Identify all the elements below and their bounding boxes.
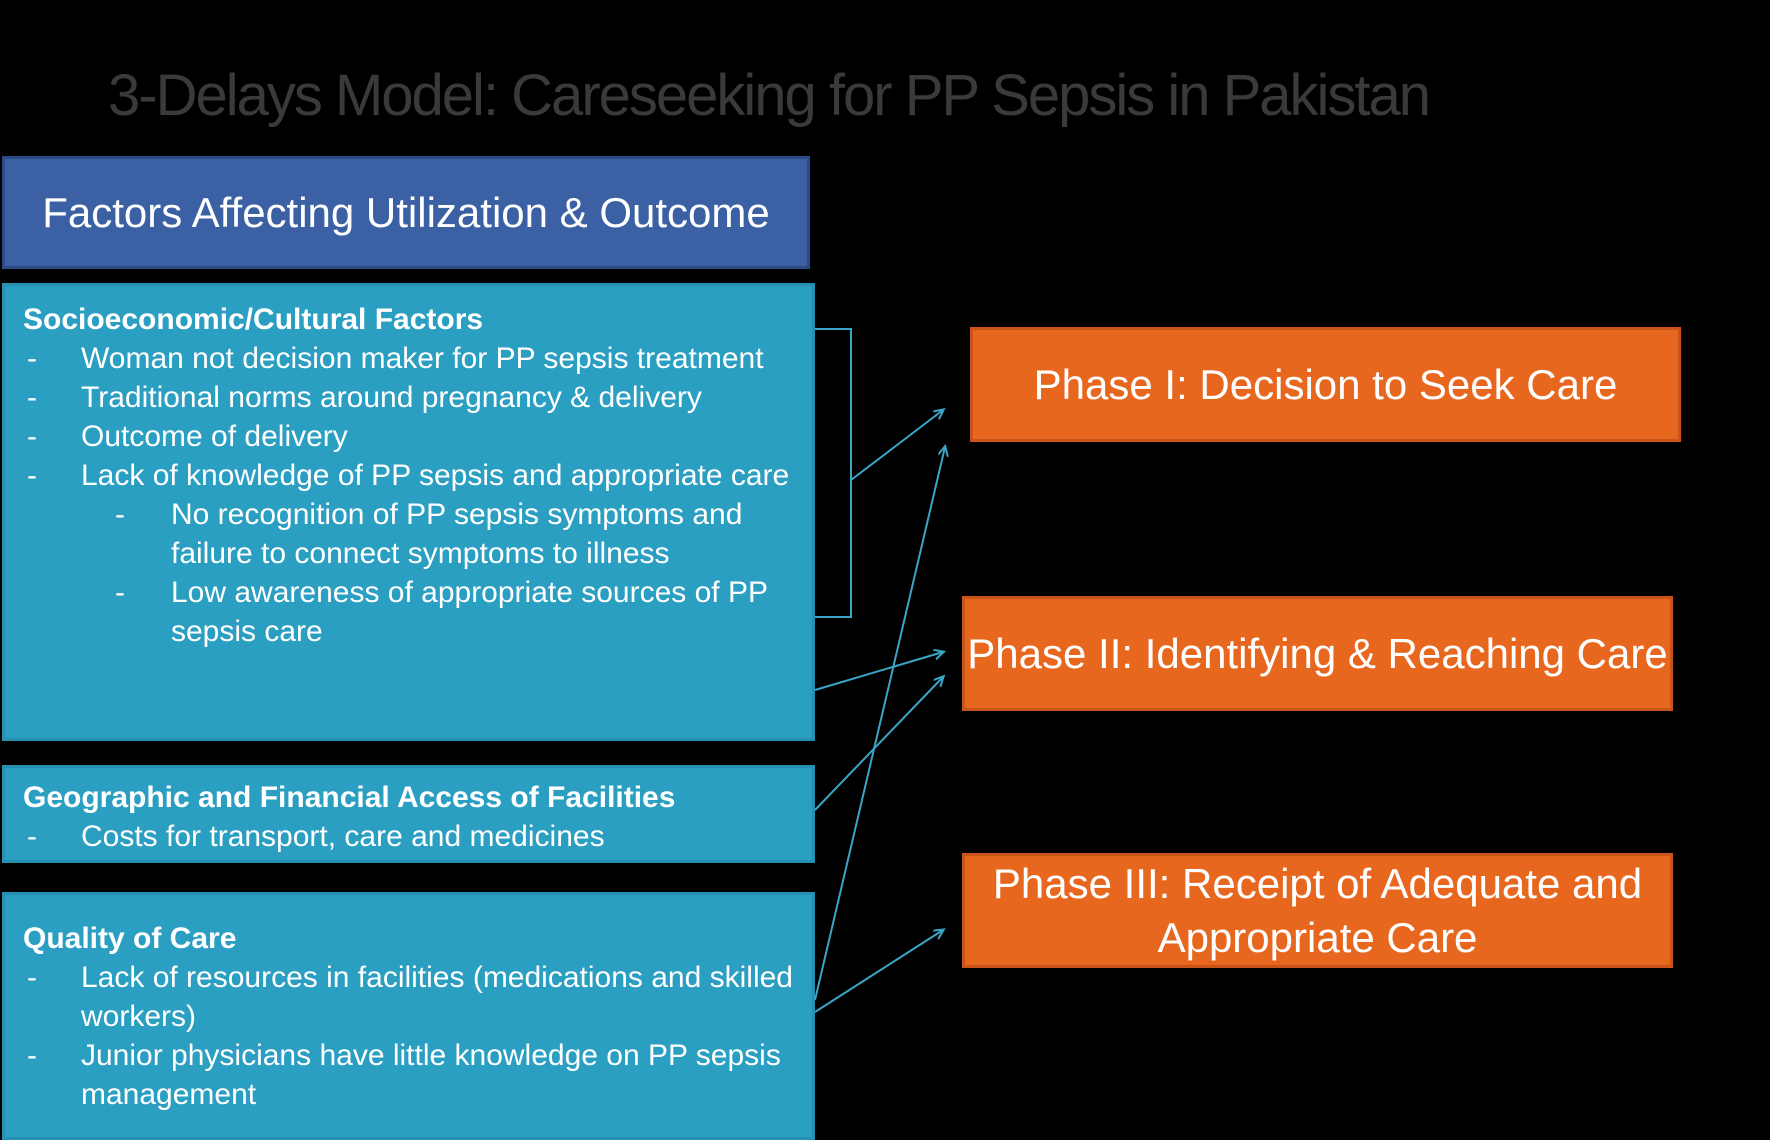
list-item: Traditional norms around pregnancy & del… <box>23 378 798 417</box>
arrow-socio-to-phase1 <box>850 410 943 481</box>
list-item: Outcome of delivery <box>23 417 798 456</box>
phase-2-box: Phase II: Identifying & Reaching Care <box>962 596 1673 711</box>
arrow-geo-to-phase2 <box>814 677 943 811</box>
arrow-quality-to-phase3 <box>814 930 943 1013</box>
quality-of-care-box: Quality of Care Lack of resources in fac… <box>2 892 815 1140</box>
phase-1-label: Phase I: Decision to Seek Care <box>1033 360 1618 408</box>
socio-bracket <box>815 328 852 618</box>
geographic-financial-box: Geographic and Financial Access of Facil… <box>2 765 815 863</box>
phase-1-box: Phase I: Decision to Seek Care <box>970 327 1681 442</box>
list-item: Junior physicians have little knowledge … <box>23 1036 798 1114</box>
list-item: Costs for transport, care and medicines <box>23 817 798 856</box>
factors-header: Factors Affecting Utilization & Outcome <box>2 156 810 269</box>
phase-3-box: Phase III: Receipt of Adequate and Appro… <box>962 853 1673 968</box>
arrow-quality-to-phase1 <box>814 447 945 1001</box>
geographic-heading: Geographic and Financial Access of Facil… <box>23 781 676 814</box>
list-item: Lack of knowledge of PP sepsis and appro… <box>23 456 798 495</box>
geographic-list: Costs for transport, care and medicines <box>23 817 798 856</box>
list-item: Lack of resources in facilities (medicat… <box>23 958 798 1036</box>
phase-2-label: Phase II: Identifying & Reaching Care <box>967 629 1668 677</box>
slide-title: 3-Delays Model: Careseeking for PP Sepsi… <box>108 63 1431 128</box>
socioeconomic-list: Woman not decision maker for PP sepsis t… <box>23 339 798 651</box>
list-subitem: No recognition of PP sepsis symptoms and… <box>23 495 798 573</box>
list-subitem: Low awareness of appropriate sources of … <box>23 573 798 651</box>
phase-3-label: Phase III: Receipt of Adequate and Appro… <box>992 859 1643 961</box>
list-item: Woman not decision maker for PP sepsis t… <box>23 339 798 378</box>
socioeconomic-factors-box: Socioeconomic/Cultural Factors Woman not… <box>2 283 815 741</box>
quality-list: Lack of resources in facilities (medicat… <box>23 958 798 1114</box>
socioeconomic-heading: Socioeconomic/Cultural Factors <box>23 303 484 336</box>
quality-heading: Quality of Care <box>23 922 237 955</box>
arrow-socio-to-phase2 <box>814 652 943 691</box>
factors-header-label: Factors Affecting Utilization & Outcome <box>42 188 770 236</box>
